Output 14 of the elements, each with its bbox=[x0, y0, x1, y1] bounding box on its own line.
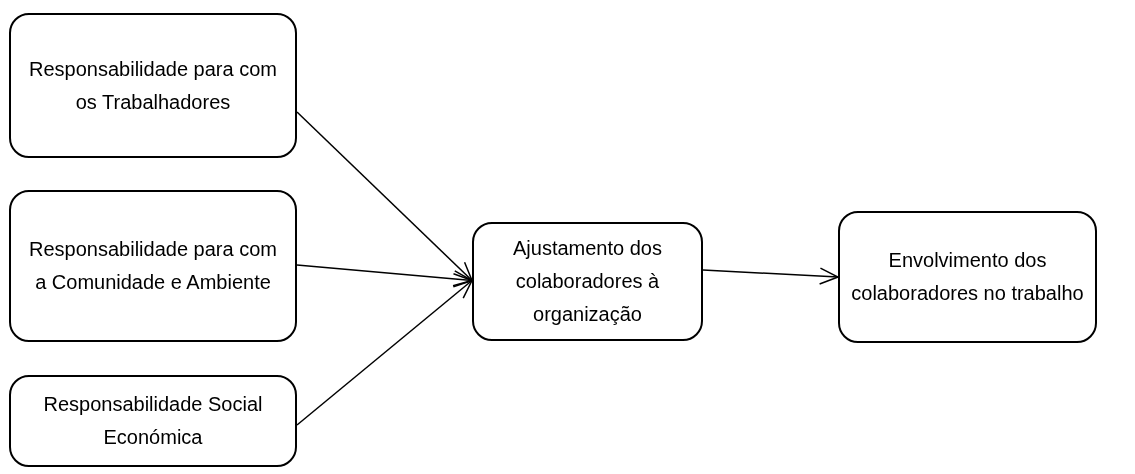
arrow bbox=[296, 279, 473, 426]
box-text: Responsabilidade para com a Comunidade e Ambiente bbox=[28, 237, 278, 295]
arrow bbox=[296, 264, 473, 288]
process-box bbox=[472, 222, 703, 341]
box-text: Envolvimento dos colaboradores no trabalho bbox=[850, 248, 1085, 306]
box-text: Ajustamento dos colaboradores à organização bbox=[512, 236, 663, 327]
process-box bbox=[9, 13, 297, 158]
process-box bbox=[838, 211, 1097, 343]
arrow bbox=[296, 111, 473, 282]
box-text: Responsabilidade Social Económica bbox=[42, 392, 264, 450]
process-box bbox=[9, 190, 297, 342]
box-text: Responsabilidade para com os Trabalhadores bbox=[28, 56, 278, 115]
arrow bbox=[702, 267, 839, 285]
process-box bbox=[9, 375, 297, 467]
